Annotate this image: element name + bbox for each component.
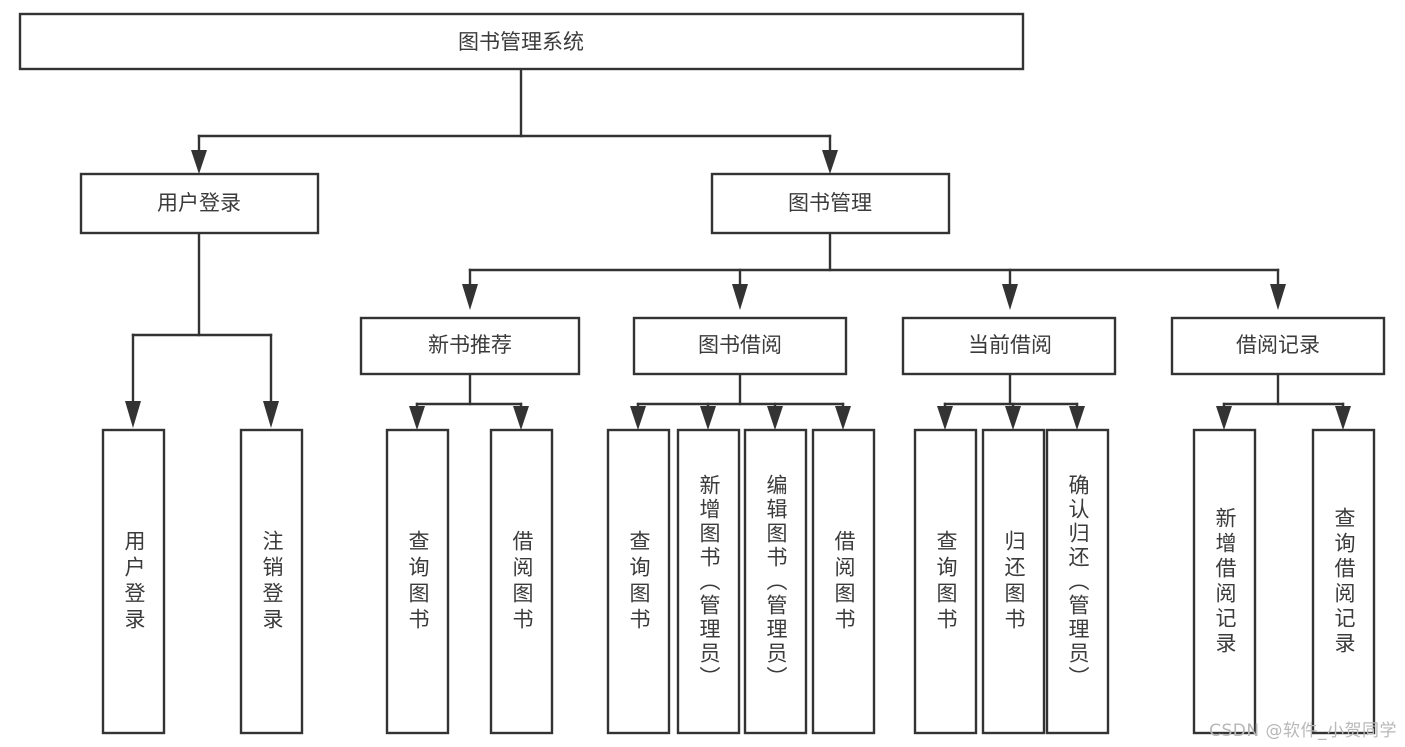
- node-borrow-record[interactable]: 借阅记录: [1170, 316, 1386, 376]
- node-user-login-box[interactable]: [79, 172, 320, 235]
- arrow-head-leaf-edit-book: [767, 406, 783, 430]
- arrow-head-leaf-user-logout: [263, 401, 279, 428]
- node-root-label: 图书管理系统: [458, 30, 584, 54]
- node-leaf-add-book-box[interactable]: [676, 428, 741, 735]
- node-new-book-recommend[interactable]: 新书推荐: [359, 316, 581, 376]
- arrow-head-current-borrow: [1002, 284, 1018, 310]
- node-leaf-borrow-book-2-box[interactable]: [811, 428, 876, 735]
- node-root[interactable]: 图书管理系统: [18, 12, 1025, 71]
- node-leaf-query-book-3-box[interactable]: [913, 428, 978, 735]
- node-leaf-borrow-book-1-box[interactable]: [489, 428, 554, 735]
- arrow-head-leaf-borrow-book-2: [835, 406, 851, 430]
- node-book-manage[interactable]: 图书管理: [710, 172, 951, 235]
- arrow-head-leaf-query-book-2: [630, 406, 646, 430]
- node-current-borrow[interactable]: 当前借阅: [901, 316, 1117, 376]
- node-new-book-recommend-box[interactable]: [359, 316, 581, 376]
- node-user-login-label: 用户登录: [157, 191, 241, 215]
- arrow-head-leaf-query-book-3: [937, 406, 953, 430]
- node-leaf-query-book-2-box[interactable]: [606, 428, 671, 735]
- node-leaf-user-login-box[interactable]: [101, 428, 166, 735]
- arrow-head-new-book-recommend: [462, 284, 478, 310]
- node-book-borrow-box[interactable]: [632, 316, 848, 376]
- node-root-box[interactable]: [18, 12, 1025, 71]
- node-borrow-record-box[interactable]: [1170, 316, 1386, 376]
- node-book-borrow-label: 图书借阅: [698, 333, 782, 357]
- arrow-head-leaf-add-book: [700, 406, 716, 430]
- node-leaf-query-book-1-box[interactable]: [385, 428, 450, 735]
- node-new-book-recommend-label: 新书推荐: [428, 333, 512, 357]
- arrow-head-borrow-record: [1270, 284, 1286, 310]
- node-leaf-query-record-box[interactable]: [1311, 428, 1376, 735]
- connector-layer: [125, 67, 1351, 430]
- node-leaf-edit-book-box[interactable]: [743, 428, 808, 735]
- arrow-head-leaf-confirm-return: [1069, 406, 1085, 430]
- arrow-head-user-login: [191, 150, 207, 174]
- arrow-head-book-borrow: [732, 284, 748, 310]
- node-book-manage-label: 图书管理: [788, 191, 872, 215]
- node-current-borrow-box[interactable]: [901, 316, 1117, 376]
- node-borrow-record-label: 借阅记录: [1236, 333, 1320, 357]
- node-user-login[interactable]: 用户登录: [79, 172, 320, 235]
- node-leaf-return-book-box[interactable]: [981, 428, 1046, 735]
- arrow-head-book-manage: [822, 150, 838, 174]
- arrow-head-leaf-return-book: [1005, 406, 1021, 430]
- node-leaf-user-logout-box[interactable]: [239, 428, 304, 735]
- node-leaf-add-record-box[interactable]: [1192, 428, 1257, 735]
- watermark-text: CSDN @软件_小贺同学: [1209, 721, 1397, 741]
- arrow-head-leaf-user-login: [125, 401, 141, 428]
- node-book-manage-box[interactable]: [710, 172, 951, 235]
- arrow-head-leaf-add-record: [1216, 406, 1232, 430]
- arrow-head-leaf-query-record: [1335, 406, 1351, 430]
- arrow-head-leaf-borrow-book-1: [513, 406, 529, 430]
- node-leaf-confirm-return-box[interactable]: [1045, 428, 1110, 735]
- arrow-head-leaf-query-book-1: [409, 406, 425, 430]
- node-current-borrow-label: 当前借阅: [968, 333, 1052, 357]
- node-book-borrow[interactable]: 图书借阅: [632, 316, 848, 376]
